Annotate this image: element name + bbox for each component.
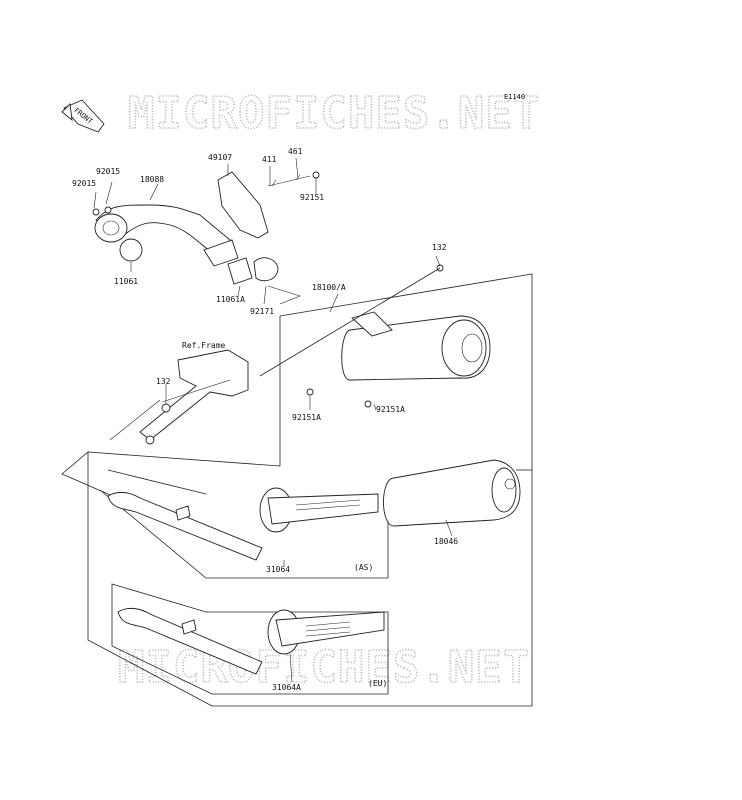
diagram-code: E1140: [504, 93, 525, 101]
silencer-assembly: [306, 264, 491, 408]
clamp-92171: [253, 257, 279, 282]
bolt-92151: [312, 171, 320, 179]
part-92015-a: 92015: [72, 179, 96, 188]
frame-ref-label: Ref.Frame: [182, 341, 226, 350]
part-18088: 18088: [140, 175, 164, 184]
part-92151a-b: 92151A: [376, 405, 405, 414]
watermark-bottom: MICROFICHES.NET: [118, 642, 530, 693]
variant-eu-label: (EU): [368, 679, 387, 688]
part-92151: 92151: [300, 193, 324, 202]
part-18046: 18046: [434, 537, 458, 546]
heat-guard: [217, 171, 269, 239]
part-411: 411: [262, 155, 277, 164]
part-132-top: 132: [432, 243, 447, 252]
variant-as-label: (AS): [354, 563, 373, 572]
frame-reference: [109, 349, 249, 445]
part-92171: 92171: [250, 307, 274, 316]
part-18100a: 18100/A: [312, 283, 346, 292]
part-92015-b: 92015: [96, 167, 120, 176]
gasket-ring: [119, 238, 143, 262]
tail-pipe-eu: [117, 607, 385, 675]
part-132-frame: 132: [156, 377, 171, 386]
part-31064a: 31064A: [272, 683, 301, 692]
header-pipe: [92, 204, 239, 267]
part-92151a-a: 92151A: [292, 413, 321, 422]
tail-pipe-as: [107, 487, 379, 561]
silencer-shell: [383, 459, 521, 527]
part-11061a: 11061A: [216, 295, 245, 304]
part-461: 461: [288, 147, 303, 156]
part-31064: 31064: [266, 565, 290, 574]
part-49107: 49107: [208, 153, 232, 162]
front-arrow-icon: FRONT: [61, 99, 105, 133]
collar-11061a: [227, 257, 253, 285]
assembly-boundary: [61, 273, 533, 707]
watermark-top: MICROFICHES.NET: [128, 88, 540, 139]
part-11061: 11061: [114, 277, 138, 286]
